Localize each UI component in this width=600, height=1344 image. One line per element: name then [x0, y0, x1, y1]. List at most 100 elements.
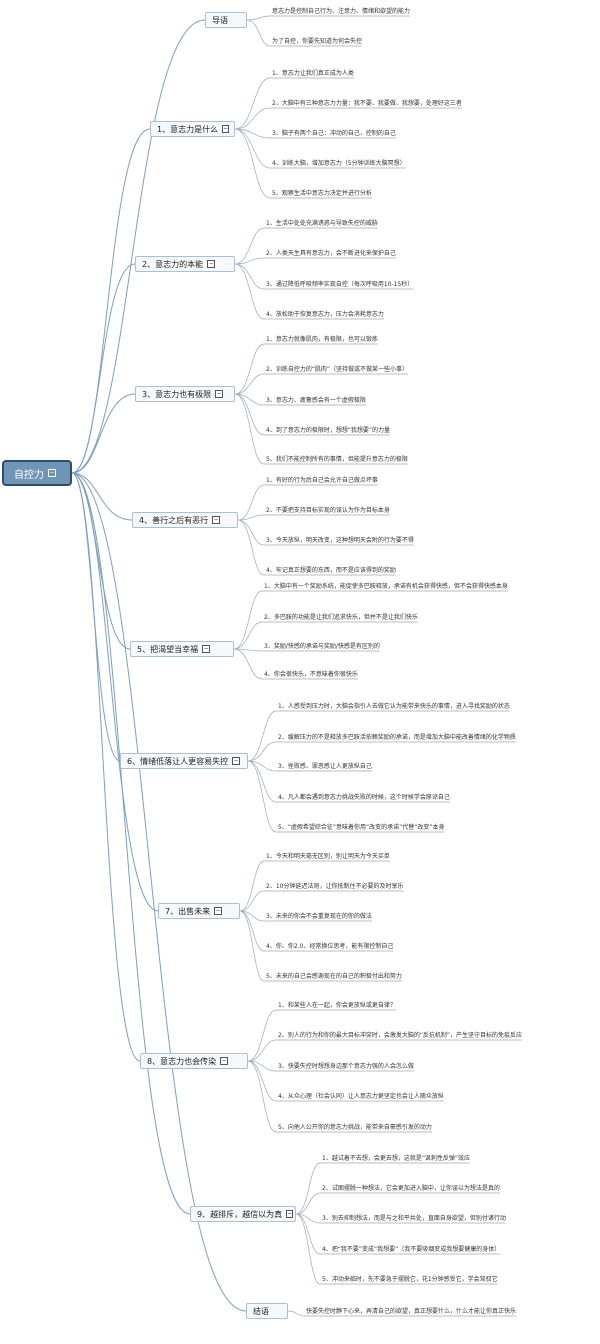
- connector-line: [247, 1060, 277, 1102]
- leaf-topic[interactable]: 1、意志力让我们真正成为人类: [272, 70, 354, 77]
- connector-line: [233, 590, 263, 650]
- branch-node[interactable]: 7、出售未来−: [158, 903, 240, 919]
- leaf-topic[interactable]: 2、10分钟延迟法则，让你抵制住不必要的及时享乐: [266, 883, 404, 890]
- connector-line: [239, 890, 265, 912]
- leaf-topic[interactable]: 4、牢记真正想要的东西，而不是应该得到的奖励: [266, 567, 396, 574]
- leaf-topic[interactable]: 4、你会很快乐，不意味着你很快乐: [264, 671, 358, 678]
- connector-line: [234, 393, 265, 436]
- leaf-topic[interactable]: 5、观察生活中意志力决定并进行分析: [272, 190, 372, 197]
- leaf-topic[interactable]: 2、训练自控力的“肌肉”（坚持做或不做某一些小事）: [266, 366, 409, 373]
- leaf-topic[interactable]: 3、快要失控时想想身边那个意志力强的人会怎么做: [278, 1063, 414, 1070]
- collapse-toggle-icon[interactable]: −: [214, 907, 223, 915]
- leaf-topic[interactable]: 2、试图摆脱一种想法，它会更加进入脑中，让你误以为想法是真的: [322, 1185, 500, 1192]
- leaf-topic[interactable]: 3、未来的你会不会重复现在的你的做法: [266, 913, 372, 920]
- leaf-topic[interactable]: 3、奖励/快感的承诺与奖励/快感是有区别的: [264, 643, 380, 650]
- collapse-toggle-icon[interactable]: −: [212, 516, 221, 524]
- leaf-topic[interactable]: 2、多巴胺的功能是让我们追求快乐，但并不是让我们快乐: [264, 614, 418, 621]
- connector-line: [234, 343, 265, 395]
- collapse-toggle-icon[interactable]: −: [286, 1210, 294, 1218]
- leaf-topic[interactable]: 意志力是控制自己行为、注意力、情绪和欲望的能力: [272, 8, 411, 15]
- collapse-toggle-icon[interactable]: −: [48, 469, 56, 477]
- leaf-topic[interactable]: 3、脑子有两个自己：冲动的自己、控制的自己: [272, 130, 396, 137]
- branch-node[interactable]: 3、意志力也有极限−: [135, 386, 235, 402]
- connector-line: [234, 107, 271, 130]
- branch-label: 7、出售未来: [165, 906, 211, 916]
- leaf-topic[interactable]: 1、和某些人在一起，你会更放纵或更自律？: [278, 1002, 396, 1009]
- leaf-topic[interactable]: 3、挫败感、罪恶感让人更放纵自己: [278, 763, 372, 770]
- leaf-topic[interactable]: 1、今天和明天毫无区别，别让明天为今天买单: [266, 853, 390, 860]
- leaf-topic[interactable]: 5、向他人公开你的意志力挑战，能带来自豪感引发的动力: [278, 1124, 432, 1131]
- connector-line: [71, 472, 121, 762]
- connector-line: [234, 128, 271, 139]
- leaf-topic[interactable]: 4、你、你2.0，经常换位思考，能有限控制自己: [266, 943, 394, 950]
- connector-line: [295, 1192, 321, 1215]
- branch-node[interactable]: 4、善行之后有恶行−: [132, 512, 238, 528]
- leaf-topic[interactable]: 2、别人的行为和你的最大目标冲突时，会激发大脑的“反抗机制”，产生坚守目标的免疫…: [278, 1032, 523, 1039]
- leaf-topic[interactable]: 4、从众心理（社会认同）让人意志力更坚定也会让人随众放纵: [278, 1093, 444, 1100]
- collapse-toggle-icon[interactable]: −: [232, 757, 241, 765]
- leaf-topic[interactable]: 为了自控，你要先知道为何会失控: [272, 38, 363, 45]
- connector-line: [234, 128, 271, 199]
- leaf-topic[interactable]: 3、意志力、疲惫感会有一个虚假极限: [266, 397, 366, 404]
- connector-line: [237, 519, 265, 576]
- leaf-topic[interactable]: 5、冲动来临时，先不要急于摆脱它，花1分钟感受它，学会驾驭它: [322, 1276, 498, 1283]
- connector-line: [247, 1060, 277, 1133]
- leaf-topic[interactable]: 4、到了意志力的极限时，想想“我想要”的力量: [266, 427, 391, 434]
- branch-node[interactable]: 6、情绪低落让人更容易失控−: [120, 753, 248, 769]
- leaf-topic[interactable]: 3、通过降低呼吸频率实现自控（每次呼吸用10-15秒）: [266, 281, 414, 288]
- connector-line: [247, 710, 277, 762]
- connector-line: [246, 15, 271, 21]
- branch-node[interactable]: 结语: [246, 1303, 288, 1319]
- leaf-topic[interactable]: 5、我们不能控制所有的事情，但能提升意志力的极限: [266, 456, 408, 463]
- leaf-topic[interactable]: 4、凡人都会遇到意志力挑战失败的时候，这个时候学会原谅自己: [278, 794, 450, 801]
- leaf-topic[interactable]: 1、有好的行为后自己会允许自己做点坏事: [266, 477, 378, 484]
- branch-node[interactable]: 9、越排斥，越信以为真−: [190, 1206, 296, 1222]
- connector-line: [247, 1009, 277, 1062]
- connector-line: [247, 760, 277, 803]
- branch-node[interactable]: 8、意志力也会传染−: [140, 1053, 248, 1069]
- connector-line: [234, 263, 265, 290]
- branch-label: 1、意志力是什么: [157, 124, 219, 134]
- connector-line: [239, 910, 265, 952]
- leaf-topic[interactable]: 3、今天放纵，明天改变，这种想明天会附的行为要不得: [266, 537, 414, 544]
- connector-line: [71, 393, 136, 474]
- leaf-topic[interactable]: 1、生活中处处充满诱惑与导致失控的威胁: [266, 220, 378, 227]
- leaf-topic[interactable]: 4、放松助于恢复意志力，压力会消耗意志力: [266, 311, 384, 318]
- collapse-toggle-icon[interactable]: −: [215, 390, 224, 398]
- connector-line: [295, 1162, 321, 1215]
- branch-label: 4、善行之后有恶行: [139, 515, 209, 525]
- leaf-topic[interactable]: 2、不要把支持目标实现的误认为作为目标本身: [266, 507, 390, 514]
- leaf-topic[interactable]: 4、把“我不要”变成“我想要”（我不要吸烟变成我想要健康的身体）: [322, 1246, 501, 1253]
- connector-line: [237, 519, 265, 546]
- root-node[interactable]: 自控力 −: [2, 460, 72, 486]
- leaf-topic[interactable]: 5、“虚假希望综合征”意味着你用“改变的承诺”代替“改变”本身: [278, 824, 445, 831]
- leaf-topic[interactable]: 4、训练大脑，增加意志力（5分钟训练大脑冥想）: [272, 160, 406, 167]
- collapse-toggle-icon[interactable]: −: [207, 260, 216, 268]
- collapse-toggle-icon[interactable]: −: [222, 125, 230, 133]
- branch-node[interactable]: 1、意志力是什么−: [150, 121, 235, 137]
- connector-line: [71, 472, 141, 1062]
- leaf-topic[interactable]: 1、意志力就像肌肉，有极限，也可以锻炼: [266, 336, 378, 343]
- leaf-topic[interactable]: 3、别去抑制想法，而是与之和平共处，直面自身欲望，但别付诸行动: [322, 1215, 506, 1222]
- connector-line: [247, 760, 277, 833]
- leaf-topic[interactable]: 2、缓解压力的不是释放多巴胺活依赖奖励的承诺，而是增加大脑中能改善情绪的化学物质: [278, 734, 516, 741]
- branch-node[interactable]: 导语: [205, 12, 247, 28]
- leaf-topic[interactable]: 快要失控时静下心来，弄清自己的欲望，真正想要什么，什么才能让你真正快乐: [306, 1308, 517, 1315]
- leaf-topic[interactable]: 1、越试着不去想，会更去想，这就是“讽刺性反弹”效应: [322, 1155, 471, 1162]
- leaf-topic[interactable]: 1、人感受到压力时，大脑会指引人去做它认为能带来快乐的事情，进入寻找奖励的状态: [278, 703, 510, 710]
- collapse-toggle-icon[interactable]: −: [220, 1057, 229, 1065]
- connector-line: [234, 128, 271, 169]
- connector-line: [234, 263, 265, 320]
- connector-line: [295, 1213, 321, 1224]
- leaf-topic[interactable]: 2、大脑中有三种意志力力量：我不要、我要做、我想要，处理好这三者: [272, 100, 462, 107]
- collapse-toggle-icon[interactable]: −: [202, 645, 211, 653]
- leaf-topic[interactable]: 1、大脑中有一个奖励系统，能促使多巴胺释放，承诺有机会获得快感，但不会获得快感本…: [264, 583, 508, 590]
- connector-line: [233, 621, 263, 650]
- branch-node[interactable]: 5、把渴望当幸福−: [130, 641, 234, 657]
- root-label: 自控力: [14, 469, 44, 481]
- leaf-topic[interactable]: 2、人类天生具有意志力，会不断进化来保护自己: [266, 250, 396, 257]
- leaf-topic[interactable]: 5、未来的自己会感谢现在的自己的积极付出和努力: [266, 973, 402, 980]
- branch-label: 9、越排斥，越信以为真: [197, 1209, 283, 1219]
- connector-line: [71, 472, 133, 521]
- branch-node[interactable]: 2、意志力的本能−: [135, 256, 235, 272]
